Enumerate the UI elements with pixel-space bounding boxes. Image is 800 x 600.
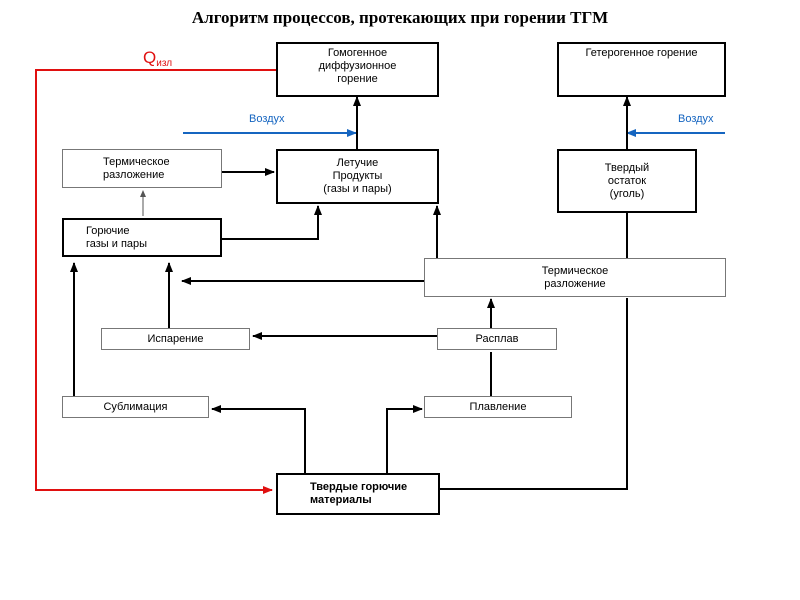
node-thermal-decomposition-mid: Термическое разложение (424, 258, 726, 297)
node-volatile-products: Летучие Продукты (газы и пары) (276, 149, 439, 204)
node-melt: Расплав (437, 328, 557, 350)
node-solid-residue: Твердый остаток (уголь) (557, 149, 697, 213)
node-thermal-decomposition-top: Термическое разложение (62, 149, 222, 188)
air-label-right: Воздух (678, 113, 714, 125)
air-label-left: Воздух (249, 113, 285, 125)
node-homogeneous-combustion: Гомогенное диффузионное горение (276, 42, 439, 97)
heat-radiation-label: Qизл (143, 48, 172, 69)
heat-subscript: изл (156, 58, 173, 69)
node-combustible-gases: Горючие газы и пары (62, 218, 222, 257)
node-solid-combustible-materials: Твердые горючие материалы (276, 473, 440, 515)
heat-radiation-line (35, 69, 276, 494)
arrow-gases-to-volatile (222, 205, 322, 240)
heat-symbol: Q (143, 48, 157, 67)
arrow-materials-to-melting (386, 405, 423, 473)
line-materials-to-decomp (440, 298, 628, 490)
node-melting: Плавление (424, 396, 572, 418)
diagram-title: Алгоритм процессов, протекающих при горе… (191, 8, 609, 27)
arrow-materials-to-sublimation (211, 405, 306, 473)
node-heterogeneous-combustion: Гетерогенное горение (557, 42, 726, 97)
node-sublimation: Сублимация (62, 396, 209, 418)
node-evaporation: Испарение (101, 328, 250, 350)
